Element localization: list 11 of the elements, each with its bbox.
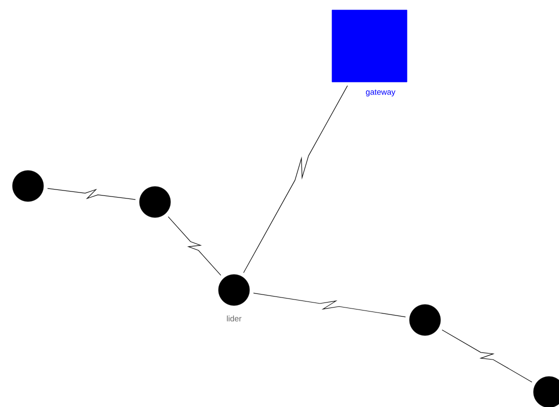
- wireless-link: [47, 188, 136, 200]
- node-circle: [533, 376, 559, 407]
- node-circle: [409, 304, 441, 336]
- wireless-link: [168, 216, 222, 276]
- node-label: lider: [226, 316, 242, 322]
- node-circle: [139, 186, 171, 218]
- node-label: gateway: [366, 90, 396, 96]
- wireless-link: [442, 330, 532, 382]
- node-circle: [12, 170, 44, 202]
- wireless-link: [253, 292, 406, 318]
- wireless-link: [243, 85, 348, 274]
